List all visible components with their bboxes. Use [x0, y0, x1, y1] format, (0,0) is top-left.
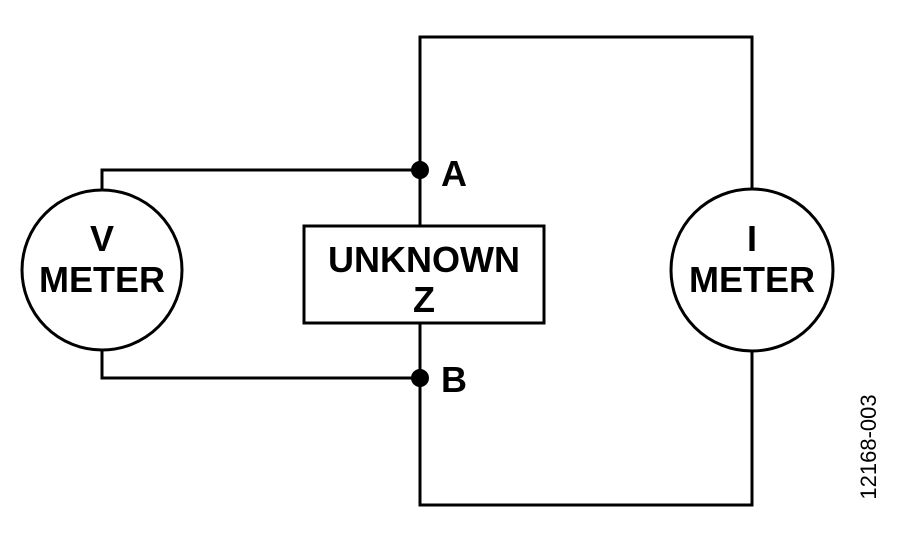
ammeter-circle	[669, 187, 835, 353]
voltmeter-label-line2: METER	[39, 259, 165, 300]
node-b-dot	[411, 369, 429, 387]
figure-id: 12168-003	[856, 394, 881, 499]
node-a-label: A	[441, 153, 467, 194]
voltmeter-circle	[20, 188, 184, 352]
node-a-dot	[411, 161, 429, 179]
voltmeter-bottom-wire	[100, 350, 420, 380]
unknown-impedance-box	[302, 224, 546, 325]
voltmeter-label-line1: V	[90, 218, 114, 259]
ammeter-label-line1: I	[747, 218, 757, 259]
impedance-label-line2: Z	[413, 279, 435, 320]
impedance-label-line1: UNKNOWN	[328, 239, 520, 280]
node-b-label: B	[441, 359, 467, 400]
ammeter-label-line2: METER	[689, 259, 815, 300]
voltmeter-top-wire	[100, 168, 420, 190]
